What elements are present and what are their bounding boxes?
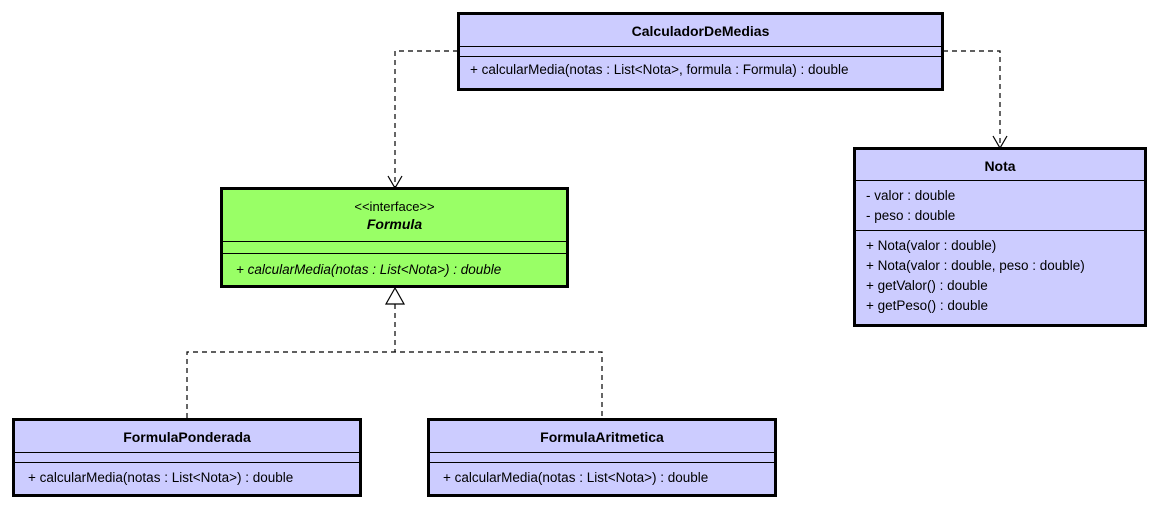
operation: + getPeso() : double <box>866 298 988 313</box>
class-name: FormulaAritmetica <box>540 429 664 445</box>
operation: + calcularMedia(notas : List<Nota>) : do… <box>443 470 709 485</box>
class-calculador-de-medias[interactable]: CalculadorDeMedias + calcularMedia(notas… <box>457 12 944 91</box>
class-name: FormulaPonderada <box>123 429 251 445</box>
interface-name: Formula <box>366 216 423 232</box>
class-formula-aritmetica[interactable]: FormulaAritmetica + calcularMedia(notas … <box>427 418 777 497</box>
class-name: CalculadorDeMedias <box>631 23 770 39</box>
attribute: - peso : double <box>866 208 956 223</box>
realization-triangle <box>384 286 406 305</box>
class-formula-ponderada[interactable]: FormulaPonderada + calcularMedia(notas :… <box>12 418 362 497</box>
operations-compartment: + calcularMedia(notas : List<Nota>, form… <box>460 56 941 80</box>
class-nota[interactable]: Nota - valor : double - peso : double + … <box>853 147 1147 327</box>
attributes-compartment <box>15 452 359 462</box>
attributes-compartment <box>430 452 774 462</box>
operation: + getValor() : double <box>866 278 988 293</box>
stereotype-label: <<interface>> <box>354 199 435 214</box>
class-name: Nota <box>984 158 1016 174</box>
dependency-calculador-nota <box>943 50 1001 147</box>
operation: + Nota(valor : double) <box>866 238 997 253</box>
interface-formula[interactable]: <<interface>> Formula + calcularMedia(no… <box>220 187 569 288</box>
attributes-compartment <box>460 46 941 56</box>
realization-ponderada <box>186 351 603 418</box>
operations-compartment: + calcularMedia(notas : List<Nota>) : do… <box>223 253 566 280</box>
attributes-compartment <box>223 241 566 253</box>
operation: + calcularMedia(notas : List<Nota>, form… <box>470 62 849 77</box>
dependency-calculador-formula <box>394 50 458 187</box>
operation: + calcularMedia(notas : List<Nota>) : do… <box>28 470 294 485</box>
operations-compartment: + calcularMedia(notas : List<Nota>) : do… <box>430 462 774 488</box>
operation: + Nota(valor : double, peso : double) <box>866 258 1085 273</box>
operations-compartment: + Nota(valor : double) + Nota(valor : do… <box>856 230 1144 316</box>
attributes-compartment: - valor : double - peso : double <box>856 180 1144 230</box>
operations-compartment: + calcularMedia(notas : List<Nota>) : do… <box>15 462 359 488</box>
operation: + calcularMedia(notas : List<Nota>) : do… <box>236 262 502 277</box>
attribute: - valor : double <box>866 188 956 203</box>
